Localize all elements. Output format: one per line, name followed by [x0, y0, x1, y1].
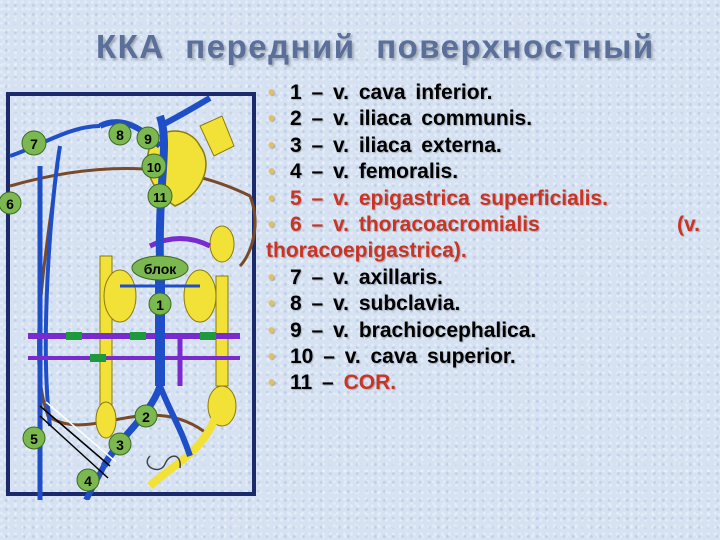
legend-item-11: •11 – COR.: [266, 370, 706, 396]
page-title: ККА передний поверхностный: [96, 28, 655, 65]
svg-text:10: 10: [147, 160, 161, 175]
label-2: 2: [134, 404, 158, 428]
bullet-icon: •: [268, 82, 276, 104]
legend-item-7: •7 – v. axillaris.: [266, 265, 706, 291]
label-blok: блок: [131, 255, 189, 281]
subclavian-left: [9, 124, 101, 158]
needle-line-3: [39, 415, 109, 479]
organ-upper-right: [209, 225, 235, 263]
label-9: 9: [136, 126, 160, 150]
green-bridge-1: [66, 332, 82, 340]
brachiocephalic-right: [158, 95, 212, 129]
svg-text:1: 1: [156, 297, 164, 313]
svg-text:блок: блок: [144, 261, 178, 277]
swirl-ornament: [146, 455, 181, 471]
bullet-icon: •: [268, 293, 276, 316]
legend-item-10: •10 – v. cava superior.: [266, 344, 706, 370]
label-7: 7: [21, 130, 47, 156]
svg-text:6: 6: [6, 196, 14, 212]
legend-item-6: •6 – v. thoracoacromialis(v.thoracoepiga…: [266, 213, 700, 263]
heart-upper-left: [199, 115, 235, 157]
kidney-right: [183, 269, 217, 323]
venous-diagram: 7 8 9 10 11 6 блок 1 2 3 5 4: [0, 92, 257, 500]
kidney-left: [103, 269, 137, 323]
legend-item-5: •5 – v. epigastrica superficialis.: [266, 186, 706, 212]
vein-left-lateral-2: [43, 145, 62, 427]
yellow-vessel-right: [215, 275, 229, 387]
yellow-bulb-left: [95, 401, 117, 439]
label-4: 4: [76, 468, 100, 492]
diagram-frame: [6, 92, 256, 496]
label-1: 1: [148, 292, 172, 316]
label-8: 8: [108, 122, 132, 146]
needle-line-1: [39, 405, 111, 467]
legend-item-8: •8 – v. subclavia.: [266, 291, 706, 317]
svg-text:5: 5: [30, 431, 38, 447]
bullet-icon: •: [268, 214, 276, 237]
label-11: 11: [147, 183, 173, 209]
legend-item-2: •2 – v. iliaca communis.: [266, 106, 706, 132]
legend-item-9: •9 – v. brachiocephalica.: [266, 318, 706, 344]
green-bridge-4: [90, 354, 106, 362]
bullet-icon: •: [268, 134, 276, 157]
svg-text:9: 9: [144, 131, 152, 147]
svg-text:7: 7: [30, 136, 38, 152]
label-3: 3: [108, 432, 132, 456]
needle-line-2: [45, 401, 117, 463]
legend-item-1: •1 – v. cava inferior.: [266, 80, 706, 106]
svg-text:4: 4: [84, 473, 92, 489]
green-bridge-3: [200, 332, 216, 340]
purple-branch-upper: [148, 236, 212, 249]
svg-text:8: 8: [116, 127, 124, 143]
svg-text:2: 2: [142, 409, 150, 425]
bullet-icon: •: [268, 187, 276, 210]
legend-item-3: •3 – v. iliaca externa.: [266, 133, 706, 159]
green-bridge-2: [130, 332, 146, 340]
legend-list: •1 – v. cava inferior. •2 – v. iliaca co…: [266, 80, 706, 397]
svg-text:3: 3: [116, 437, 124, 453]
brown-loop-right: [9, 167, 257, 268]
bullet-icon: •: [268, 372, 276, 395]
legend-item-4: •4 – v. femoralis.: [266, 159, 706, 185]
bullet-icon: •: [268, 108, 276, 131]
label-6: 6: [0, 191, 22, 215]
iliac-right: [157, 384, 193, 457]
bullet-icon: •: [268, 346, 276, 369]
yellow-tail-right: [147, 414, 220, 489]
bullet-icon: •: [268, 266, 276, 289]
label-5: 5: [22, 426, 46, 450]
bullet-icon: •: [268, 161, 276, 184]
bullet-icon: •: [268, 319, 276, 342]
svg-text:11: 11: [153, 190, 167, 205]
label-10: 10: [141, 153, 167, 179]
